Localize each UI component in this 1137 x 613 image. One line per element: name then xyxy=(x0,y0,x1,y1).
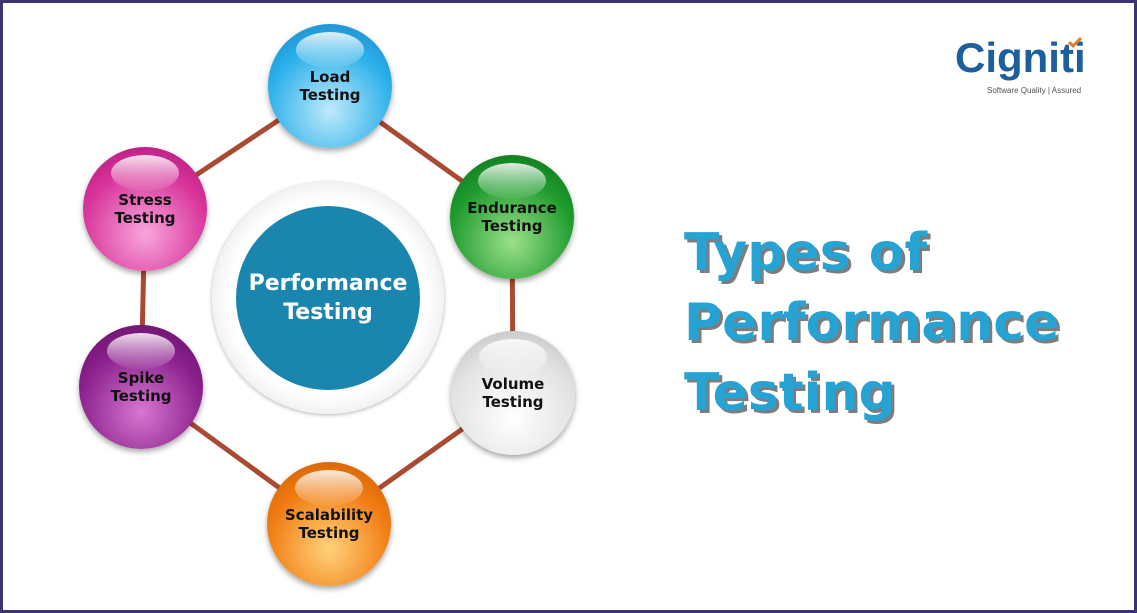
node-label: Stress Testing xyxy=(114,191,176,227)
node-label: Endurance Testing xyxy=(467,199,557,235)
logo-wordmark: Cigniti xyxy=(955,34,1086,81)
node-label: Load Testing xyxy=(299,68,361,104)
logo-tagline: Software Quality | Assured xyxy=(987,86,1082,95)
node-label: Volume Testing xyxy=(481,375,545,411)
cigniti-logo: Cigniti Software Quality | Assured xyxy=(955,36,1115,100)
node-endurance-testing: Endurance Testing xyxy=(450,155,574,279)
center-performance-testing: Performance Testing xyxy=(236,206,420,390)
node-label: Scalability Testing xyxy=(284,506,374,542)
node-scalability-testing: Scalability Testing xyxy=(267,462,391,586)
node-label: Spike Testing xyxy=(110,369,172,405)
node-load-testing: Load Testing xyxy=(268,24,392,148)
node-stress-testing: Stress Testing xyxy=(83,147,207,271)
check-icon xyxy=(1067,36,1083,48)
node-volume-testing: Volume Testing xyxy=(451,331,575,455)
node-spike-testing: Spike Testing xyxy=(79,325,203,449)
page-title: Types of Performance Testing xyxy=(684,223,1060,423)
